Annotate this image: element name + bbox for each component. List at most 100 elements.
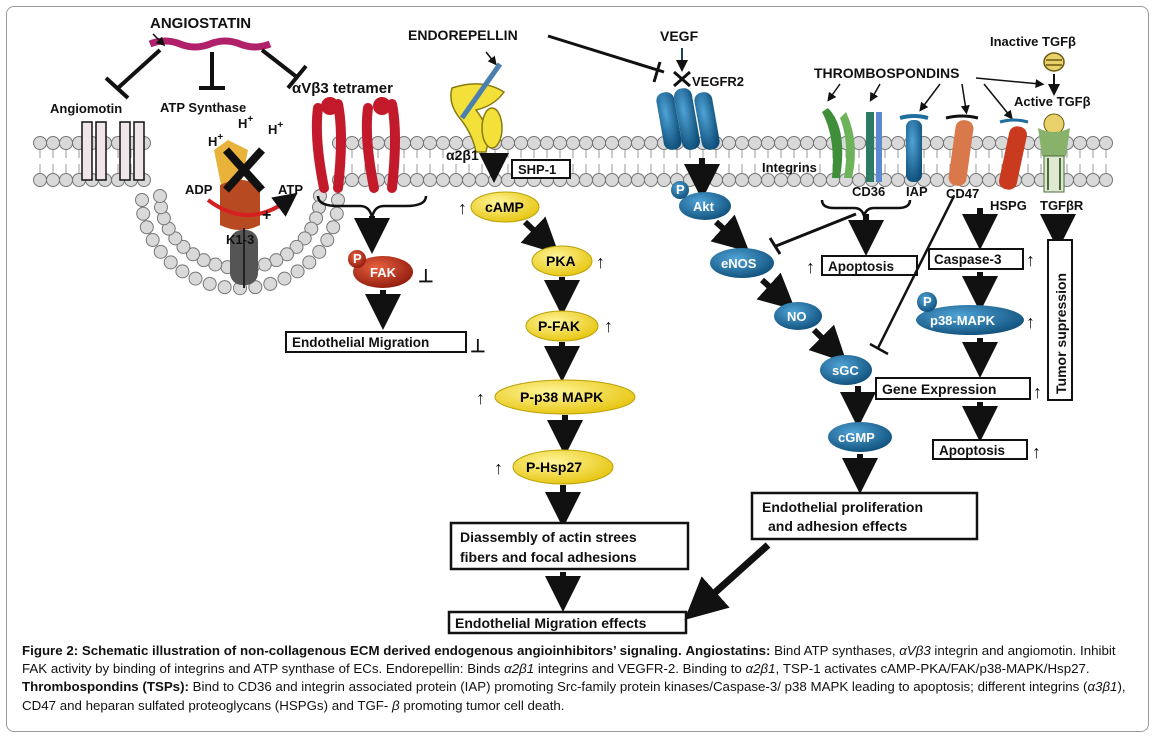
lipid-head bbox=[202, 276, 217, 291]
caption-text-7: promoting tumor cell death. bbox=[399, 697, 565, 713]
thrombospondins-label: THROMBOSPONDINS bbox=[814, 65, 959, 81]
lipid-head bbox=[800, 136, 814, 150]
apoptosis-label-1: Apoptosis bbox=[828, 259, 894, 274]
lipid-head bbox=[185, 247, 200, 262]
h-plus-3: H+ bbox=[268, 120, 283, 137]
lipid-head bbox=[1099, 136, 1113, 150]
lipid-head bbox=[501, 136, 515, 150]
akt-label: Akt bbox=[693, 199, 715, 214]
lipid-head bbox=[1099, 173, 1113, 187]
cd47-protein bbox=[945, 114, 979, 186]
hspg-label: HSPG bbox=[990, 198, 1027, 213]
a2b1-integrin-protein bbox=[450, 62, 506, 153]
lipid-head bbox=[722, 136, 736, 150]
fak-node bbox=[353, 256, 413, 288]
lipid-head bbox=[709, 173, 723, 187]
sgc-label: sGC bbox=[832, 363, 859, 378]
caption-tsp-label: Thrombospondins (TSPs): bbox=[22, 679, 189, 695]
lipid-head bbox=[33, 173, 47, 187]
pka-label: PKA bbox=[546, 253, 576, 269]
p38mapk-phospho-label: P bbox=[923, 294, 932, 309]
lipid-head bbox=[644, 136, 658, 150]
akt-phospho-badge bbox=[671, 181, 689, 199]
apoptosis-box-1 bbox=[821, 255, 918, 276]
lipid-head bbox=[175, 264, 190, 279]
iap-protein bbox=[899, 114, 929, 182]
lipid-head bbox=[188, 271, 203, 286]
lipid-head bbox=[618, 173, 632, 187]
p38mapk-phospho-badge bbox=[917, 292, 937, 312]
shp1-box bbox=[511, 159, 571, 179]
pp38-node bbox=[494, 379, 636, 415]
caption-text-4: , TSP-1 activates cAMP-PKA/FAK/p38-MAPK/… bbox=[775, 661, 1090, 677]
plus-sign: + bbox=[262, 207, 271, 224]
lipid-head bbox=[605, 173, 619, 187]
p38mapk-label: p38-MAPK bbox=[930, 313, 996, 328]
lipid-head bbox=[145, 233, 160, 248]
active-tgfb-label: Active TGFβ bbox=[1014, 94, 1091, 109]
lipid-head bbox=[208, 257, 223, 272]
angiostatin-pointer-arrow bbox=[152, 33, 166, 47]
lipid-head bbox=[257, 257, 272, 272]
lipid-head bbox=[263, 276, 278, 291]
lipid-head bbox=[46, 173, 60, 187]
tgfbr-protein bbox=[1038, 113, 1070, 193]
avb3-tetramer-protein bbox=[311, 97, 400, 193]
lipid-head bbox=[761, 136, 775, 150]
lipid-head bbox=[312, 244, 327, 259]
lipid-head bbox=[59, 136, 73, 150]
lipid-head bbox=[891, 136, 905, 150]
lipid-head bbox=[136, 206, 151, 221]
lipid-head bbox=[748, 136, 762, 150]
lipid-head bbox=[462, 173, 476, 187]
endorepellin-pointer-arrow bbox=[485, 51, 497, 66]
atp-label: ATP bbox=[278, 182, 303, 197]
thrombospondins-group: THROMBOSPONDINS bbox=[762, 65, 1045, 462]
lipid-head bbox=[540, 136, 554, 150]
caption-text-1: Bind ATP synthases, bbox=[770, 643, 900, 658]
hspg-protein bbox=[999, 118, 1029, 190]
lipid-head bbox=[800, 173, 814, 187]
pfak-node bbox=[525, 310, 599, 342]
pp38-label: P-p38 MAPK bbox=[520, 389, 603, 405]
lipid-head bbox=[592, 136, 606, 150]
lipid-head bbox=[168, 231, 183, 246]
endorepellin-group: ENDOREPELLIN α2β1 SHP-1 cAMP ↑ PKA ↑ P-F… bbox=[408, 27, 690, 635]
caption-beta: β bbox=[392, 697, 400, 713]
tsp-enos-inhibit-line bbox=[775, 212, 857, 248]
fak-phospho-badge bbox=[348, 250, 366, 268]
figure-frame bbox=[6, 6, 1149, 732]
lipid-head bbox=[592, 173, 606, 187]
caption-a3b1: α3β1 bbox=[1087, 679, 1118, 695]
lipid-head bbox=[139, 220, 154, 235]
akt-node bbox=[679, 192, 731, 220]
caspase3-box bbox=[928, 248, 1024, 270]
angiostatin-group: ANGIOSTATIN Angiomotin ATP Synthase bbox=[50, 15, 486, 356]
cgmp-label: cGMP bbox=[838, 430, 875, 445]
gene-expression-up-arrow: ↑ bbox=[1033, 382, 1042, 402]
lipid-head bbox=[735, 173, 749, 187]
lipid-head bbox=[566, 136, 580, 150]
lipid-head bbox=[331, 193, 345, 207]
tsp-brace bbox=[820, 199, 912, 217]
pathway-diagram: ANGIOSTATIN Angiomotin ATP Synthase bbox=[33, 15, 1113, 635]
atp-synthase-label: ATP Synthase bbox=[160, 100, 246, 115]
apoptosis-1-up-arrow: ↑ bbox=[806, 257, 815, 277]
angiostatin-molecule bbox=[148, 37, 272, 51]
angiomotin-label: Angiomotin bbox=[50, 101, 122, 116]
vegf-label: VEGF bbox=[660, 28, 699, 44]
lipid-head bbox=[297, 231, 312, 246]
caspase3-label: Caspase-3 bbox=[934, 252, 1002, 267]
lipid-head bbox=[774, 136, 788, 150]
lipid-head bbox=[1073, 173, 1087, 187]
apoptosis-box-2 bbox=[932, 439, 1028, 460]
inactive-tgfb-label: Inactive TGFβ bbox=[990, 34, 1076, 49]
lipid-head bbox=[982, 173, 996, 187]
lipid-head bbox=[488, 173, 502, 187]
pfak-up-arrow: ↑ bbox=[604, 316, 613, 336]
lipid-head bbox=[657, 173, 671, 187]
endorepellin-vegfr2-inhibit-line bbox=[547, 34, 665, 74]
tumor-supression-box bbox=[1047, 239, 1073, 401]
lipid-head bbox=[982, 136, 996, 150]
